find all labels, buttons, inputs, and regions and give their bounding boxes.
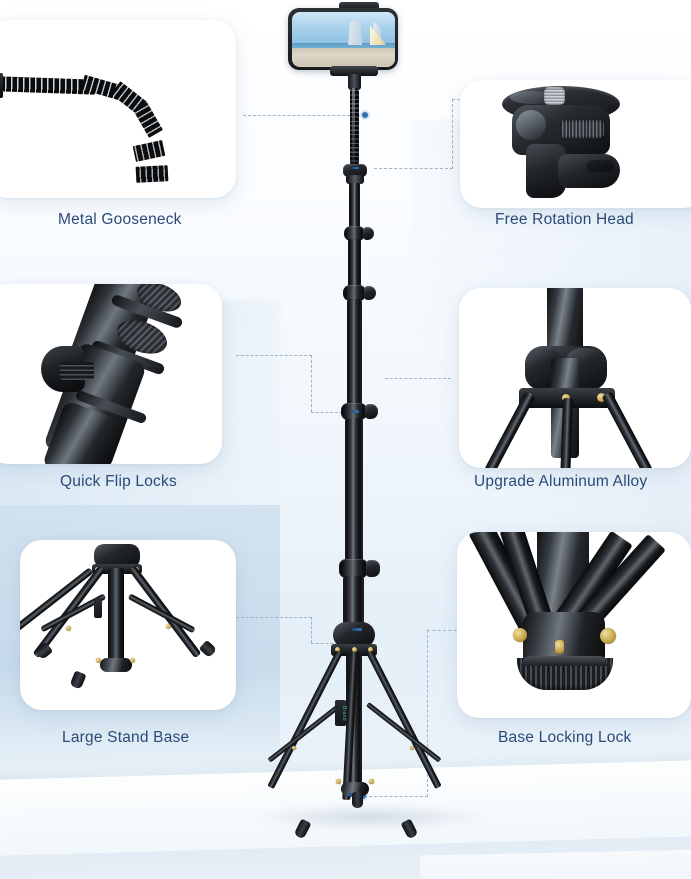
bottom-flip-lock xyxy=(339,559,368,578)
feature-label-base-locking-lock: Base Locking Lock xyxy=(498,729,632,746)
wallpaper-tower-left xyxy=(348,19,363,46)
base-lock-icon xyxy=(457,532,691,718)
column-section-4 xyxy=(345,418,363,563)
brand-logo-tag: Brand xyxy=(335,700,347,726)
rotation-head-icon xyxy=(460,80,691,208)
feature-card-base-locking-lock[interactable] xyxy=(457,532,691,718)
bottom-flip-lock-lever xyxy=(366,560,380,577)
stand-base-brand-tag xyxy=(94,598,102,618)
column-section-2 xyxy=(348,239,361,289)
feature-label-quick-flip-locks: Quick Flip Locks xyxy=(60,473,177,490)
gooseneck-icon xyxy=(0,20,236,198)
mid-flip-lock-lever xyxy=(364,286,376,300)
flip-lock-icon xyxy=(0,284,222,464)
feature-card-large-stand-base[interactable] xyxy=(20,540,236,710)
wallpaper-sea xyxy=(291,43,395,49)
alloy-leg-hub xyxy=(333,622,375,648)
phone-clamp-bottom xyxy=(330,66,378,76)
connector-dot-gooseneck xyxy=(362,112,368,118)
mid-flip-lock xyxy=(343,285,366,301)
column-section-3 xyxy=(347,299,362,407)
product-shadow xyxy=(250,804,490,830)
upper-flip-lock-lever xyxy=(363,227,374,240)
column-section-5 xyxy=(343,576,364,628)
wallpaper-beach xyxy=(291,47,395,67)
feature-label-free-rotation-head: Free Rotation Head xyxy=(495,211,634,228)
column-section-1 xyxy=(349,183,360,231)
feature-card-free-rotation-head[interactable] xyxy=(460,80,691,208)
feature-label-upgrade-aluminum-alloy: Upgrade Aluminum Alloy xyxy=(474,473,648,490)
stand-base-icon xyxy=(20,540,236,710)
phone-clamp-stem xyxy=(348,74,361,90)
feature-card-upgrade-aluminum-alloy[interactable] xyxy=(459,288,691,468)
lower-flip-lock-lever xyxy=(365,404,378,419)
feature-card-quick-flip-locks[interactable] xyxy=(0,284,222,464)
phone-clamp-top xyxy=(339,2,379,10)
feature-card-metal-gooseneck[interactable] xyxy=(0,20,236,198)
tripod-foot-center xyxy=(352,792,363,808)
feature-label-metal-gooseneck: Metal Gooseneck xyxy=(58,211,182,228)
upper-flip-lock xyxy=(344,226,365,241)
alloy-hub-icon xyxy=(459,288,691,468)
phone-screen xyxy=(291,11,395,67)
feature-label-large-stand-base: Large Stand Base xyxy=(62,729,190,746)
mounted-smartphone xyxy=(288,8,398,70)
connector-dot-base-lock xyxy=(360,793,366,799)
